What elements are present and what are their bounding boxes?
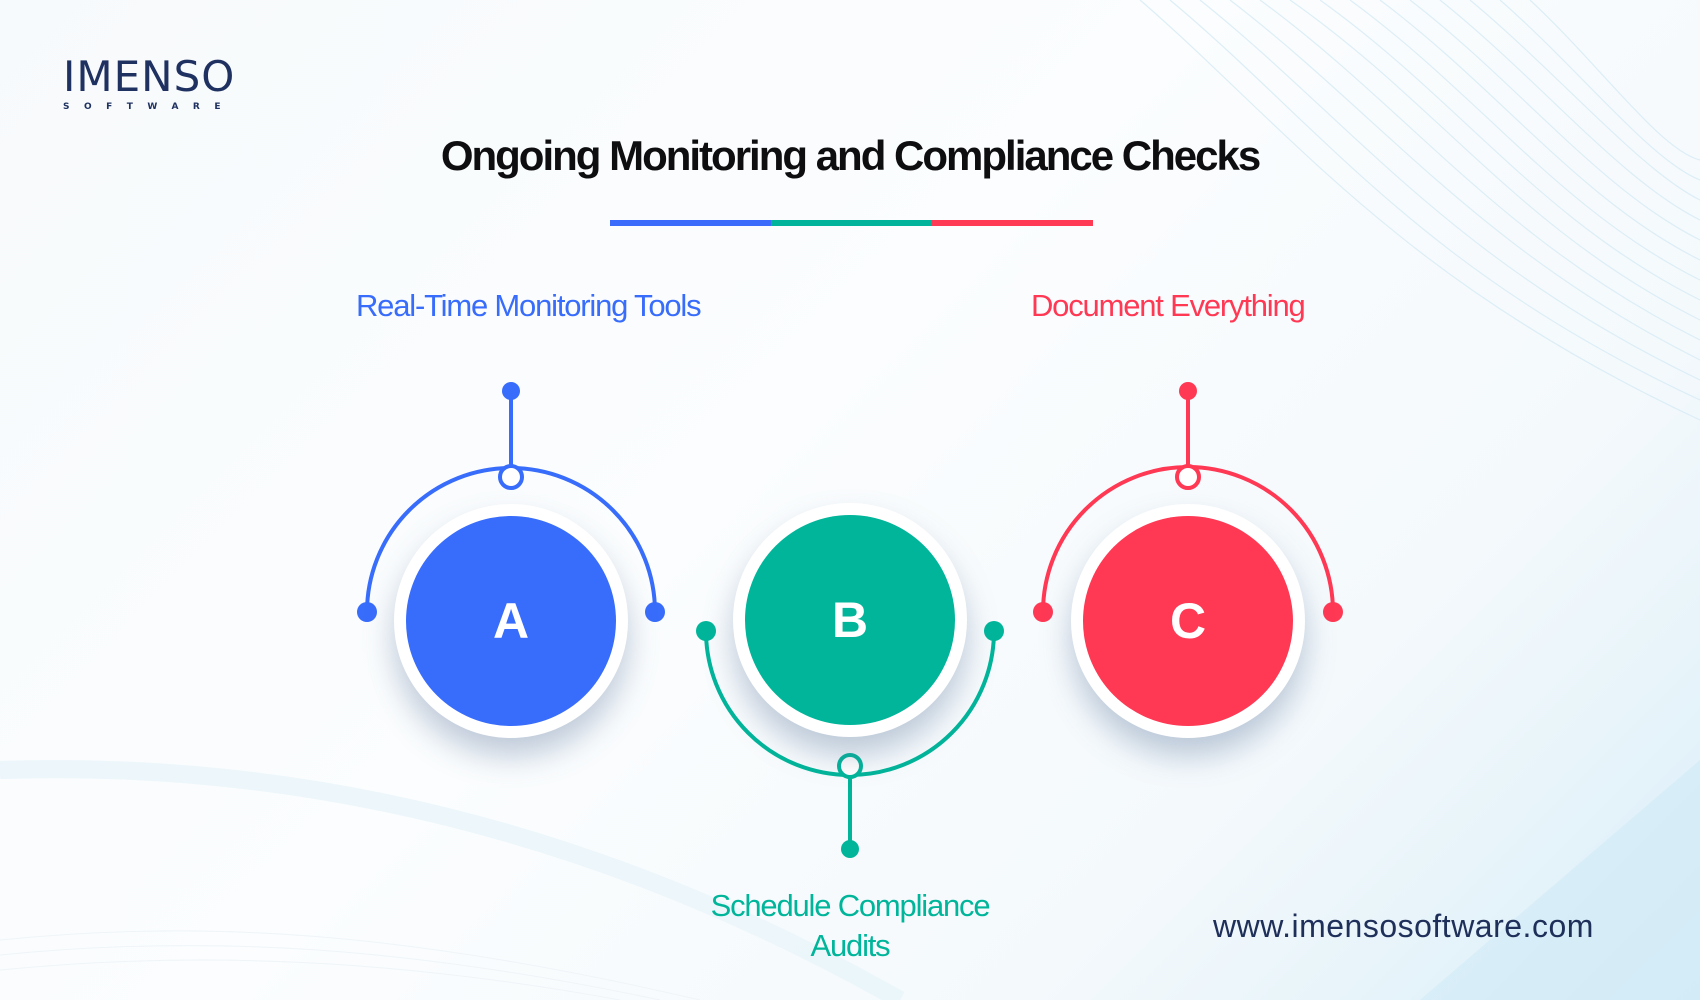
underline-red-segment bbox=[932, 220, 1093, 226]
step-a-left-dot bbox=[357, 602, 377, 622]
website-url[interactable]: www.imensosoftware.com bbox=[1213, 908, 1594, 944]
step-c-left-dot bbox=[1033, 602, 1053, 622]
step-b-circle-ring: B bbox=[733, 503, 967, 737]
logo-wordmark: IMENSO bbox=[63, 52, 236, 101]
step-a-circle-ring: A bbox=[394, 504, 628, 738]
step-c-circle-ring: C bbox=[1071, 504, 1305, 738]
step-b-label-line1: Schedule Compliance bbox=[710, 888, 991, 923]
step-a-circle: A bbox=[406, 516, 616, 726]
title-underline bbox=[610, 220, 1093, 226]
step-c-pin-dot bbox=[1179, 382, 1197, 400]
step-b-left-dot bbox=[696, 621, 716, 641]
step-a-right-dot bbox=[645, 602, 665, 622]
imenso-logo: IMENSO SOFTWARE bbox=[63, 52, 241, 113]
step-b-label: Schedule Compliance Audits bbox=[640, 886, 1060, 966]
step-c-right-dot bbox=[1323, 602, 1343, 622]
underline-blue-segment bbox=[610, 220, 771, 226]
step-a-node bbox=[498, 464, 524, 490]
step-a-label: Real-Time Monitoring Tools bbox=[356, 288, 702, 323]
step-b-right-dot bbox=[984, 621, 1004, 641]
step-b-circle: B bbox=[745, 515, 955, 725]
step-b-node bbox=[837, 753, 863, 779]
step-a-pin-dot bbox=[502, 382, 520, 400]
underline-green-segment bbox=[771, 220, 932, 226]
step-b-label-line2: Audits bbox=[810, 928, 891, 963]
step-c-node bbox=[1175, 464, 1201, 490]
step-c-circle: C bbox=[1083, 516, 1293, 726]
step-b-pin-dot bbox=[841, 840, 859, 858]
logo-subtitle: SOFTWARE bbox=[63, 102, 235, 112]
step-c-label: Document Everything bbox=[1031, 288, 1306, 323]
page-title: Ongoing Monitoring and Compliance Checks bbox=[440, 132, 1261, 179]
